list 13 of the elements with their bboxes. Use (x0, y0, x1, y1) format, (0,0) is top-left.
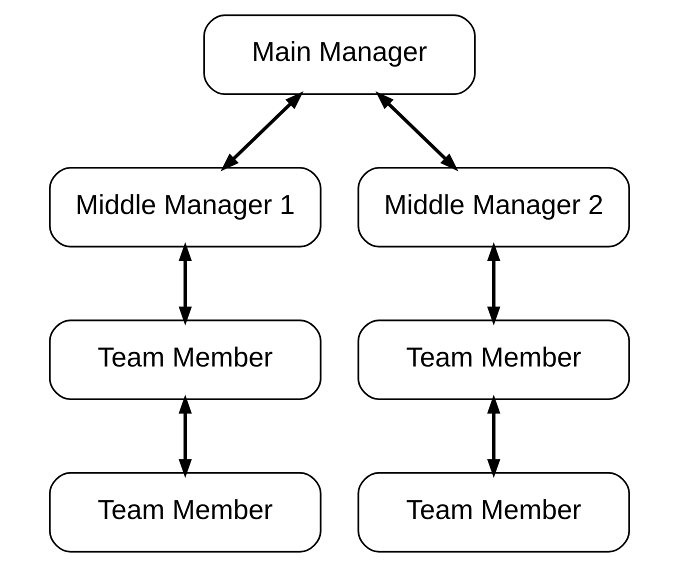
arrow (178, 242, 192, 326)
node-box: Team Member (48, 472, 321, 553)
node-box: Middle Manager 1 (48, 166, 321, 248)
node-box: Main Manager (202, 14, 476, 95)
arrow (375, 91, 458, 172)
arrow (220, 91, 303, 172)
node-box: Team Member (357, 320, 630, 400)
node-box: Team Member (357, 472, 630, 553)
node-box: Team Member (48, 320, 321, 400)
arrow (178, 394, 192, 478)
arrow (486, 394, 500, 478)
arrow (486, 242, 500, 326)
node-box: Middle Manager 2 (357, 166, 630, 248)
